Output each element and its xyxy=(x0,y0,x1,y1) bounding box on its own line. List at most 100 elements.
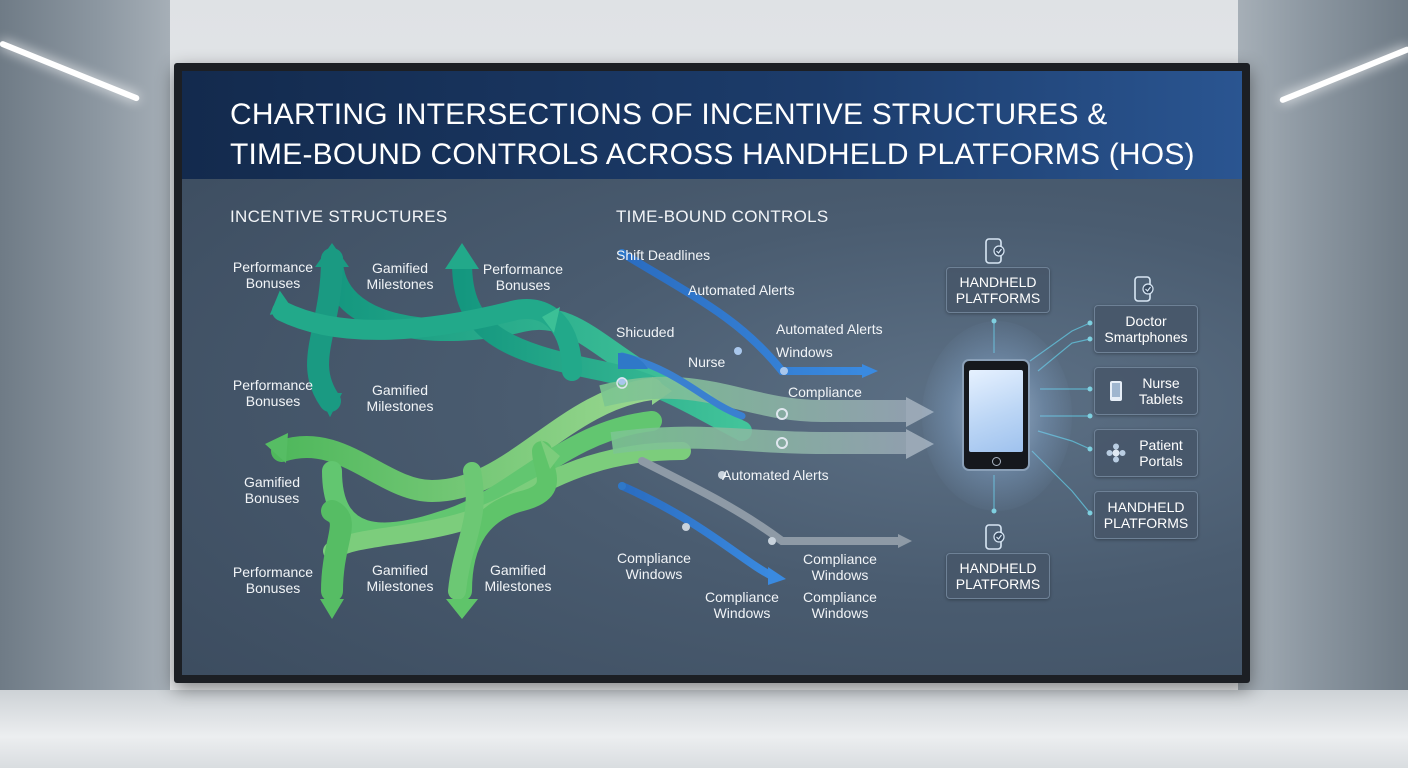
time-label: Compliance Windows xyxy=(700,589,784,621)
connector-dot xyxy=(1087,510,1093,516)
label-line: Compliance xyxy=(803,551,877,567)
time-label: Windows xyxy=(776,344,833,360)
time-bound-heading: TIME-BOUND CONTROLS xyxy=(616,207,829,226)
grey-flow xyxy=(638,457,906,545)
blue-flow xyxy=(618,482,776,580)
time-label: Shift Deadlines xyxy=(616,247,711,263)
label-line: Windows xyxy=(811,567,869,583)
incentive-label: Gamified Milestones xyxy=(362,562,438,594)
platform-box-bottom: HANDHELD PLATFORMS xyxy=(946,553,1050,599)
connector-dot xyxy=(1087,320,1093,326)
label-line: Gamified xyxy=(489,562,547,578)
label-line: Gamified xyxy=(371,562,429,578)
tablet-home-button xyxy=(992,457,1001,466)
merge-flow xyxy=(610,426,912,454)
label-line: Gamified xyxy=(371,260,429,276)
label-line: Milestones xyxy=(366,578,434,594)
floor xyxy=(0,690,1408,768)
teal-flow xyxy=(272,299,582,381)
platform-label: PLATFORMS xyxy=(955,576,1041,592)
arrow-head-up xyxy=(445,243,479,269)
tablet-icon xyxy=(1109,380,1123,402)
label-line: Bonuses xyxy=(245,275,301,291)
blue-flow xyxy=(618,249,866,375)
incentive-label: Performance Bonuses xyxy=(228,377,318,409)
handheld-platforms-box: HANDHELD PLATFORMS xyxy=(1094,491,1198,539)
label-line: Bonuses xyxy=(245,393,301,409)
platform-label: Portals xyxy=(1139,453,1183,469)
incentive-label: Gamified Bonuses xyxy=(232,474,312,506)
arrow-head-right xyxy=(898,534,912,548)
connector-dot xyxy=(1087,336,1093,342)
time-label: Shicuded xyxy=(616,324,675,340)
arrow-head-down xyxy=(320,599,344,619)
phone-icon xyxy=(983,237,1007,265)
node-dot xyxy=(618,482,626,490)
platform-label: Tablets xyxy=(1138,391,1184,407)
label-line: Milestones xyxy=(484,578,552,594)
title-banner: CHARTING INTERSECTIONS OF INCENTIVE STRU… xyxy=(182,71,1242,179)
node-dot xyxy=(618,249,626,257)
incentive-label: Gamified Milestones xyxy=(480,562,556,594)
time-label: Automated Alerts xyxy=(722,467,829,483)
arrow-head-up xyxy=(540,439,560,469)
label-line: Gamified xyxy=(371,382,429,398)
arrow-head-right xyxy=(906,397,934,427)
incentive-label: Gamified Milestones xyxy=(362,382,438,414)
label-line: Windows xyxy=(625,566,683,582)
label-line: Compliance xyxy=(617,550,691,566)
phone-icon xyxy=(983,523,1007,551)
label-line: Gamified xyxy=(243,474,301,490)
doctor-smartphones-box: Doctor Smartphones xyxy=(1094,305,1198,353)
node-dot xyxy=(776,408,788,420)
arrow-head-up xyxy=(315,243,349,267)
arrow-head-down xyxy=(318,393,342,417)
label-line: Windows xyxy=(713,605,771,621)
label-line: Bonuses xyxy=(495,277,551,293)
connector-dot xyxy=(1087,413,1093,419)
platform-label: HANDHELD xyxy=(959,274,1037,290)
flow-diagram xyxy=(265,243,1093,619)
time-label: Compliance xyxy=(788,384,862,400)
tablet-icon xyxy=(962,359,1030,471)
glass-wall-left xyxy=(0,0,170,768)
platform-box-top: HANDHELD PLATFORMS xyxy=(946,267,1050,313)
arrow-head-right xyxy=(862,364,878,378)
node-dot xyxy=(616,377,628,389)
page-title: CHARTING INTERSECTIONS OF INCENTIVE STRU… xyxy=(230,95,1210,175)
node-dot xyxy=(780,367,788,375)
node-dot xyxy=(734,347,742,355)
incentive-label: Performance Bonuses xyxy=(228,564,318,596)
patient-portals-box: Patient Portals xyxy=(1094,429,1198,477)
platform-label: PLATFORMS xyxy=(955,290,1041,306)
incentive-label: Performance Bonuses xyxy=(228,259,318,291)
label-line: Milestones xyxy=(366,398,434,414)
teal-flow xyxy=(307,248,343,412)
green-flow xyxy=(448,462,484,600)
platform-label: HANDHELD xyxy=(1107,499,1185,515)
title-line-2: TIME-BOUND CONTROLS ACROSS HANDHELD PLAT… xyxy=(230,138,1195,171)
time-label: Compliance Windows xyxy=(612,550,696,582)
label-line: Bonuses xyxy=(244,490,300,506)
time-label: Compliance Windows xyxy=(798,551,882,583)
arrow-head-left xyxy=(269,290,295,315)
label-line: Performance xyxy=(232,259,314,275)
time-label: Nurse xyxy=(688,354,726,370)
label-line: Milestones xyxy=(366,276,434,292)
platform-label: HANDHELD xyxy=(959,560,1037,576)
label-line: Performance xyxy=(482,261,564,277)
portal-icon xyxy=(1105,442,1127,464)
label-line: Performance xyxy=(232,564,314,580)
incentive-heading: INCENTIVE STRUCTURES xyxy=(230,207,448,226)
label-line: Windows xyxy=(811,605,869,621)
incentive-label: Gamified Milestones xyxy=(362,260,438,292)
time-label: Compliance Windows xyxy=(798,589,882,621)
time-label: Automated Alerts xyxy=(776,321,883,337)
arrow-head-right xyxy=(906,429,934,459)
platform-label: Smartphones xyxy=(1104,329,1188,345)
connector-dot xyxy=(1087,386,1093,392)
arrow-head-down xyxy=(446,599,478,619)
arrow-head-right xyxy=(768,567,786,585)
glass-wall-right xyxy=(1238,0,1408,768)
phone-icon xyxy=(1132,275,1156,303)
